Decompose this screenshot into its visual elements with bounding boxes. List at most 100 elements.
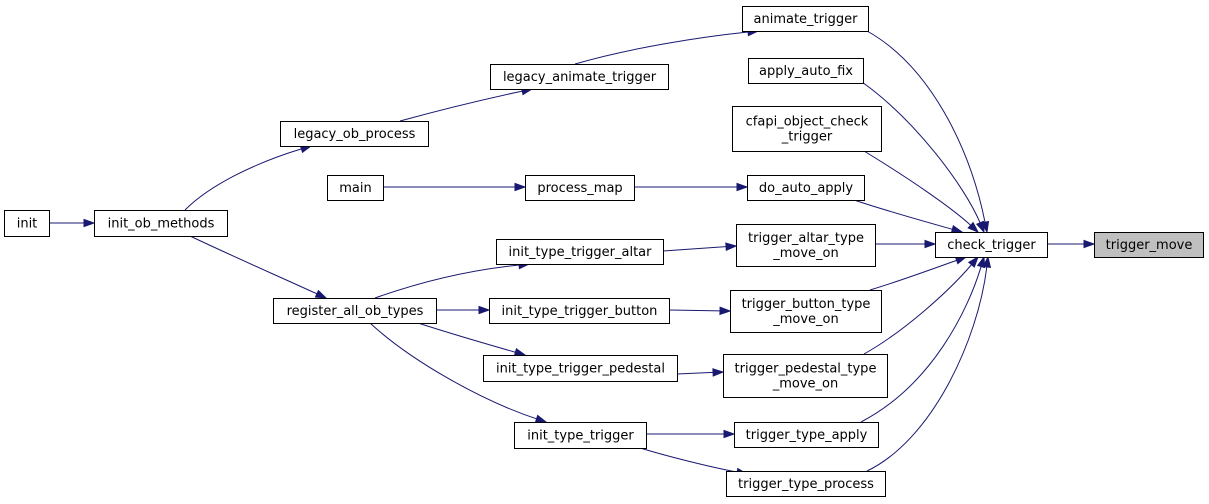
edge-line — [574, 31, 749, 65]
edge-trigger_button_type_move_on-to-check_trigger — [869, 256, 968, 291]
node-label: _move_on — [772, 246, 839, 261]
node-legacy-ob-process[interactable]: legacy_ob_process — [280, 121, 429, 147]
arrowhead-icon — [514, 182, 527, 192]
node-box — [514, 422, 647, 449]
node-label: check_trigger — [947, 238, 1036, 253]
edge-line — [863, 150, 971, 226]
node-label: _move_on — [772, 377, 839, 392]
node-label: register_all_ob_types — [287, 304, 424, 319]
arrowhead-icon — [954, 256, 968, 265]
edge-register_all_ob_types-to-init_type_trigger_button — [436, 305, 491, 315]
node-trigger-move[interactable]: trigger_move — [1094, 232, 1204, 258]
arrowhead-icon — [712, 368, 725, 377]
node-box — [726, 471, 886, 497]
edge-line — [866, 30, 986, 223]
node-box — [732, 106, 882, 152]
node-check-trigger[interactable]: check_trigger — [935, 232, 1048, 258]
node-label: apply_auto_fix — [759, 64, 853, 79]
node-box — [273, 298, 437, 324]
node-box — [730, 290, 882, 333]
edge-line — [866, 266, 988, 472]
edge-line — [417, 322, 516, 353]
node-register-all-ob-types[interactable]: register_all_ob_types — [273, 298, 437, 324]
node-init-type-trigger-altar[interactable]: init_type_trigger_altar — [496, 239, 664, 265]
arrowhead-icon — [967, 255, 979, 268]
node-init-type-trigger-button[interactable]: init_type_trigger_button — [489, 298, 670, 324]
node-box — [327, 175, 384, 201]
edge-init_type_trigger_altar-to-trigger_altar_type_move_on — [662, 242, 738, 252]
edge-check_trigger-to-trigger_move — [1047, 239, 1096, 249]
node-box — [742, 6, 869, 32]
node-label: _move_on — [772, 312, 839, 327]
node-label: legacy_animate_trigger — [503, 70, 657, 85]
node-init-type-trigger[interactable]: init_type_trigger — [514, 422, 647, 449]
node-trigger-altar-type-move-on[interactable]: trigger_altar_type_move_on — [736, 224, 876, 267]
edge-init_ob_methods-to-legacy_ob_process — [184, 144, 313, 211]
arrowhead-icon — [478, 305, 491, 315]
node-label: legacy_ob_process — [294, 127, 416, 142]
node-animate-trigger[interactable]: animate_trigger — [742, 6, 869, 32]
edges-layer — [49, 27, 1096, 477]
node-cfapi-object-check-trigger[interactable]: cfapi_object_check_trigger — [732, 106, 882, 152]
node-label: trigger_altar_type — [748, 231, 864, 246]
edge-line — [184, 148, 302, 211]
edge-legacy_ob_process-to-legacy_animate_trigger — [399, 87, 534, 122]
node-trigger-type-process[interactable]: trigger_type_process — [726, 471, 886, 497]
edge-animate_trigger-to-check_trigger — [866, 30, 990, 234]
edge-process_map-to-do_auto_apply — [634, 182, 749, 192]
edge-line — [374, 264, 520, 299]
edge-init_ob_methods-to-register_all_ob_types — [189, 235, 328, 299]
edge-line — [189, 235, 318, 295]
edge-init_type_trigger_button-to-trigger_button_type_move_on — [668, 306, 732, 316]
node-init-type-trigger-pedestal[interactable]: init_type_trigger_pedestal — [483, 355, 678, 382]
arrowhead-icon — [976, 255, 986, 269]
node-trigger-pedestal-type-move-on[interactable]: trigger_pedestal_type_move_on — [723, 354, 888, 398]
node-box — [723, 354, 888, 398]
edge-line — [853, 199, 953, 230]
edge-legacy_animate_trigger-to-animate_trigger — [574, 27, 760, 65]
node-box — [747, 175, 865, 201]
node-box — [490, 64, 669, 90]
edge-line — [860, 266, 982, 423]
node-label: trigger_type_process — [738, 477, 874, 492]
node-label: cfapi_object_check — [746, 115, 869, 130]
edge-init_type_trigger-to-trigger_type_apply — [646, 429, 736, 439]
node-label: init_type_trigger_pedestal — [496, 362, 665, 377]
node-init-ob-methods[interactable]: init_ob_methods — [94, 210, 228, 237]
arrowhead-icon — [513, 347, 527, 357]
node-apply-auto-fix[interactable]: apply_auto_fix — [748, 58, 864, 84]
node-label: init_type_trigger_altar — [509, 245, 653, 260]
node-trigger-button-type-move-on[interactable]: trigger_button_type_move_on — [730, 290, 882, 333]
arrowhead-icon — [967, 221, 980, 233]
node-trigger-type-apply[interactable]: trigger_type_apply — [734, 422, 879, 448]
node-legacy-animate-trigger[interactable]: legacy_animate_trigger — [490, 64, 669, 90]
node-label: trigger_button_type — [742, 297, 871, 312]
edge-line — [861, 81, 981, 223]
arrowhead-icon — [534, 414, 548, 423]
arrowhead-icon — [975, 220, 985, 234]
edge-line — [863, 264, 972, 355]
node-label: init_ob_methods — [108, 217, 215, 232]
edge-line — [662, 246, 727, 252]
edge-trigger_type_process-to-check_trigger — [866, 255, 992, 472]
edge-register_all_ob_types-to-init_type_trigger_pedestal — [417, 322, 527, 357]
arrowhead-icon — [83, 218, 96, 228]
node-do-auto-apply[interactable]: do_auto_apply — [747, 175, 865, 201]
edge-register_all_ob_types-to-init_type_trigger_altar — [374, 260, 531, 299]
node-label: trigger_type_apply — [746, 428, 868, 443]
edge-apply_auto_fix-to-check_trigger — [861, 81, 985, 234]
edge-line — [676, 371, 714, 375]
node-process-map[interactable]: process_map — [525, 175, 635, 201]
arrowhead-icon — [736, 182, 749, 192]
edge-line — [639, 447, 738, 473]
edge-trigger_altar_type_move_on-to-check_trigger — [875, 239, 937, 249]
node-label: process_map — [537, 181, 622, 196]
node-box — [483, 355, 678, 382]
node-label: do_auto_apply — [759, 181, 854, 196]
node-label: trigger_move — [1106, 238, 1193, 253]
node-init[interactable]: init — [4, 210, 50, 237]
node-main[interactable]: main — [327, 175, 384, 201]
arrowhead-icon — [950, 224, 964, 234]
node-label: main — [339, 181, 371, 196]
node-label: _trigger — [781, 130, 833, 145]
